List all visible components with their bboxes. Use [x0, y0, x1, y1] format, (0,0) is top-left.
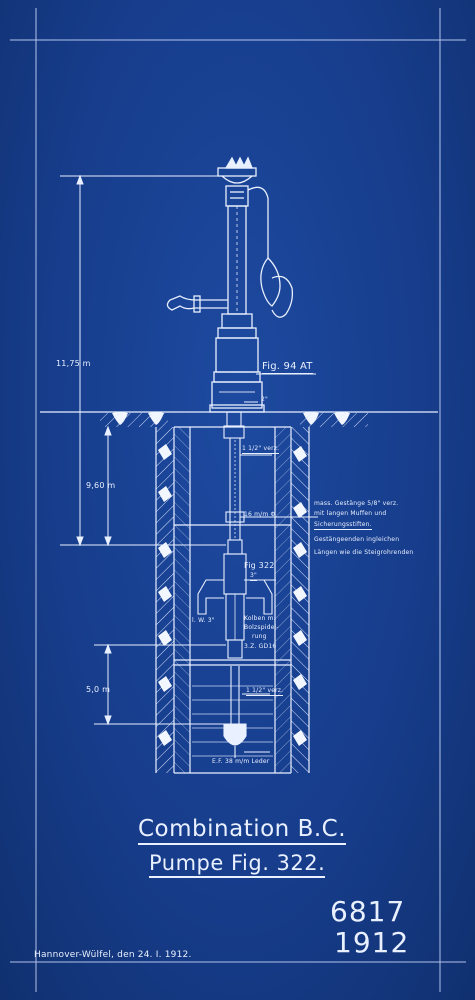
- label-piston-2: Bolzspidel-: [244, 624, 279, 631]
- label-piston-1: Kolben m.: [244, 615, 276, 622]
- dimension-lower-section: 5,0 m: [86, 685, 111, 694]
- label-pipe-size-top: 2": [261, 396, 268, 403]
- label-piston-3: rung: [252, 633, 267, 640]
- label-foot-valve: E.F. 38 m/m Leder: [212, 758, 270, 765]
- dimension-upper-section: 9,60 m: [86, 481, 116, 490]
- water-level: [192, 685, 273, 757]
- drawing-number: 6817: [330, 895, 406, 928]
- well-shaft: [155, 426, 310, 774]
- dimension-total-height: 11,75 m: [56, 359, 91, 368]
- rod-note-line-4: Gestängeenden ingleichen: [314, 536, 400, 543]
- border-frame: [10, 8, 466, 992]
- rod-note-line-5: Längen wie die Steigrohrenden: [314, 549, 414, 556]
- ground-hatching: [100, 413, 368, 427]
- rod-note-line-1: mass. Gestänge 5/8" verz.: [314, 500, 399, 507]
- label-rod-size: 16 m/m Φ: [244, 511, 276, 518]
- rod-note-line-3: Sicherungsstiften.: [314, 521, 372, 530]
- place-and-date: Hannover-Wülfel, den 24. I. 1912.: [34, 950, 192, 960]
- label-riser-lower: 1 1/2" verz.: [246, 687, 284, 696]
- label-riser-upper: 1 1/2" verz.: [242, 445, 280, 454]
- label-inner-width: l. W. 3": [192, 617, 215, 624]
- label-fig-cylinder: Fig 322: [244, 561, 275, 570]
- pump-head: [166, 156, 294, 413]
- drawing-year: 1912: [334, 926, 410, 959]
- drawing-title: Combination B.C.: [138, 818, 347, 845]
- dimension-lines: [60, 174, 318, 753]
- riser-pipe: [197, 411, 273, 758]
- label-cylinder-size: 3": [250, 572, 257, 581]
- rod-note-line-2: mit langen Muffen und: [314, 510, 387, 517]
- drawing-subtitle: Pumpe Fig. 322.: [149, 853, 326, 878]
- label-piston-4: 3.Z. GD16: [244, 643, 277, 650]
- label-fig-head: Fig. 94 AT: [262, 361, 313, 374]
